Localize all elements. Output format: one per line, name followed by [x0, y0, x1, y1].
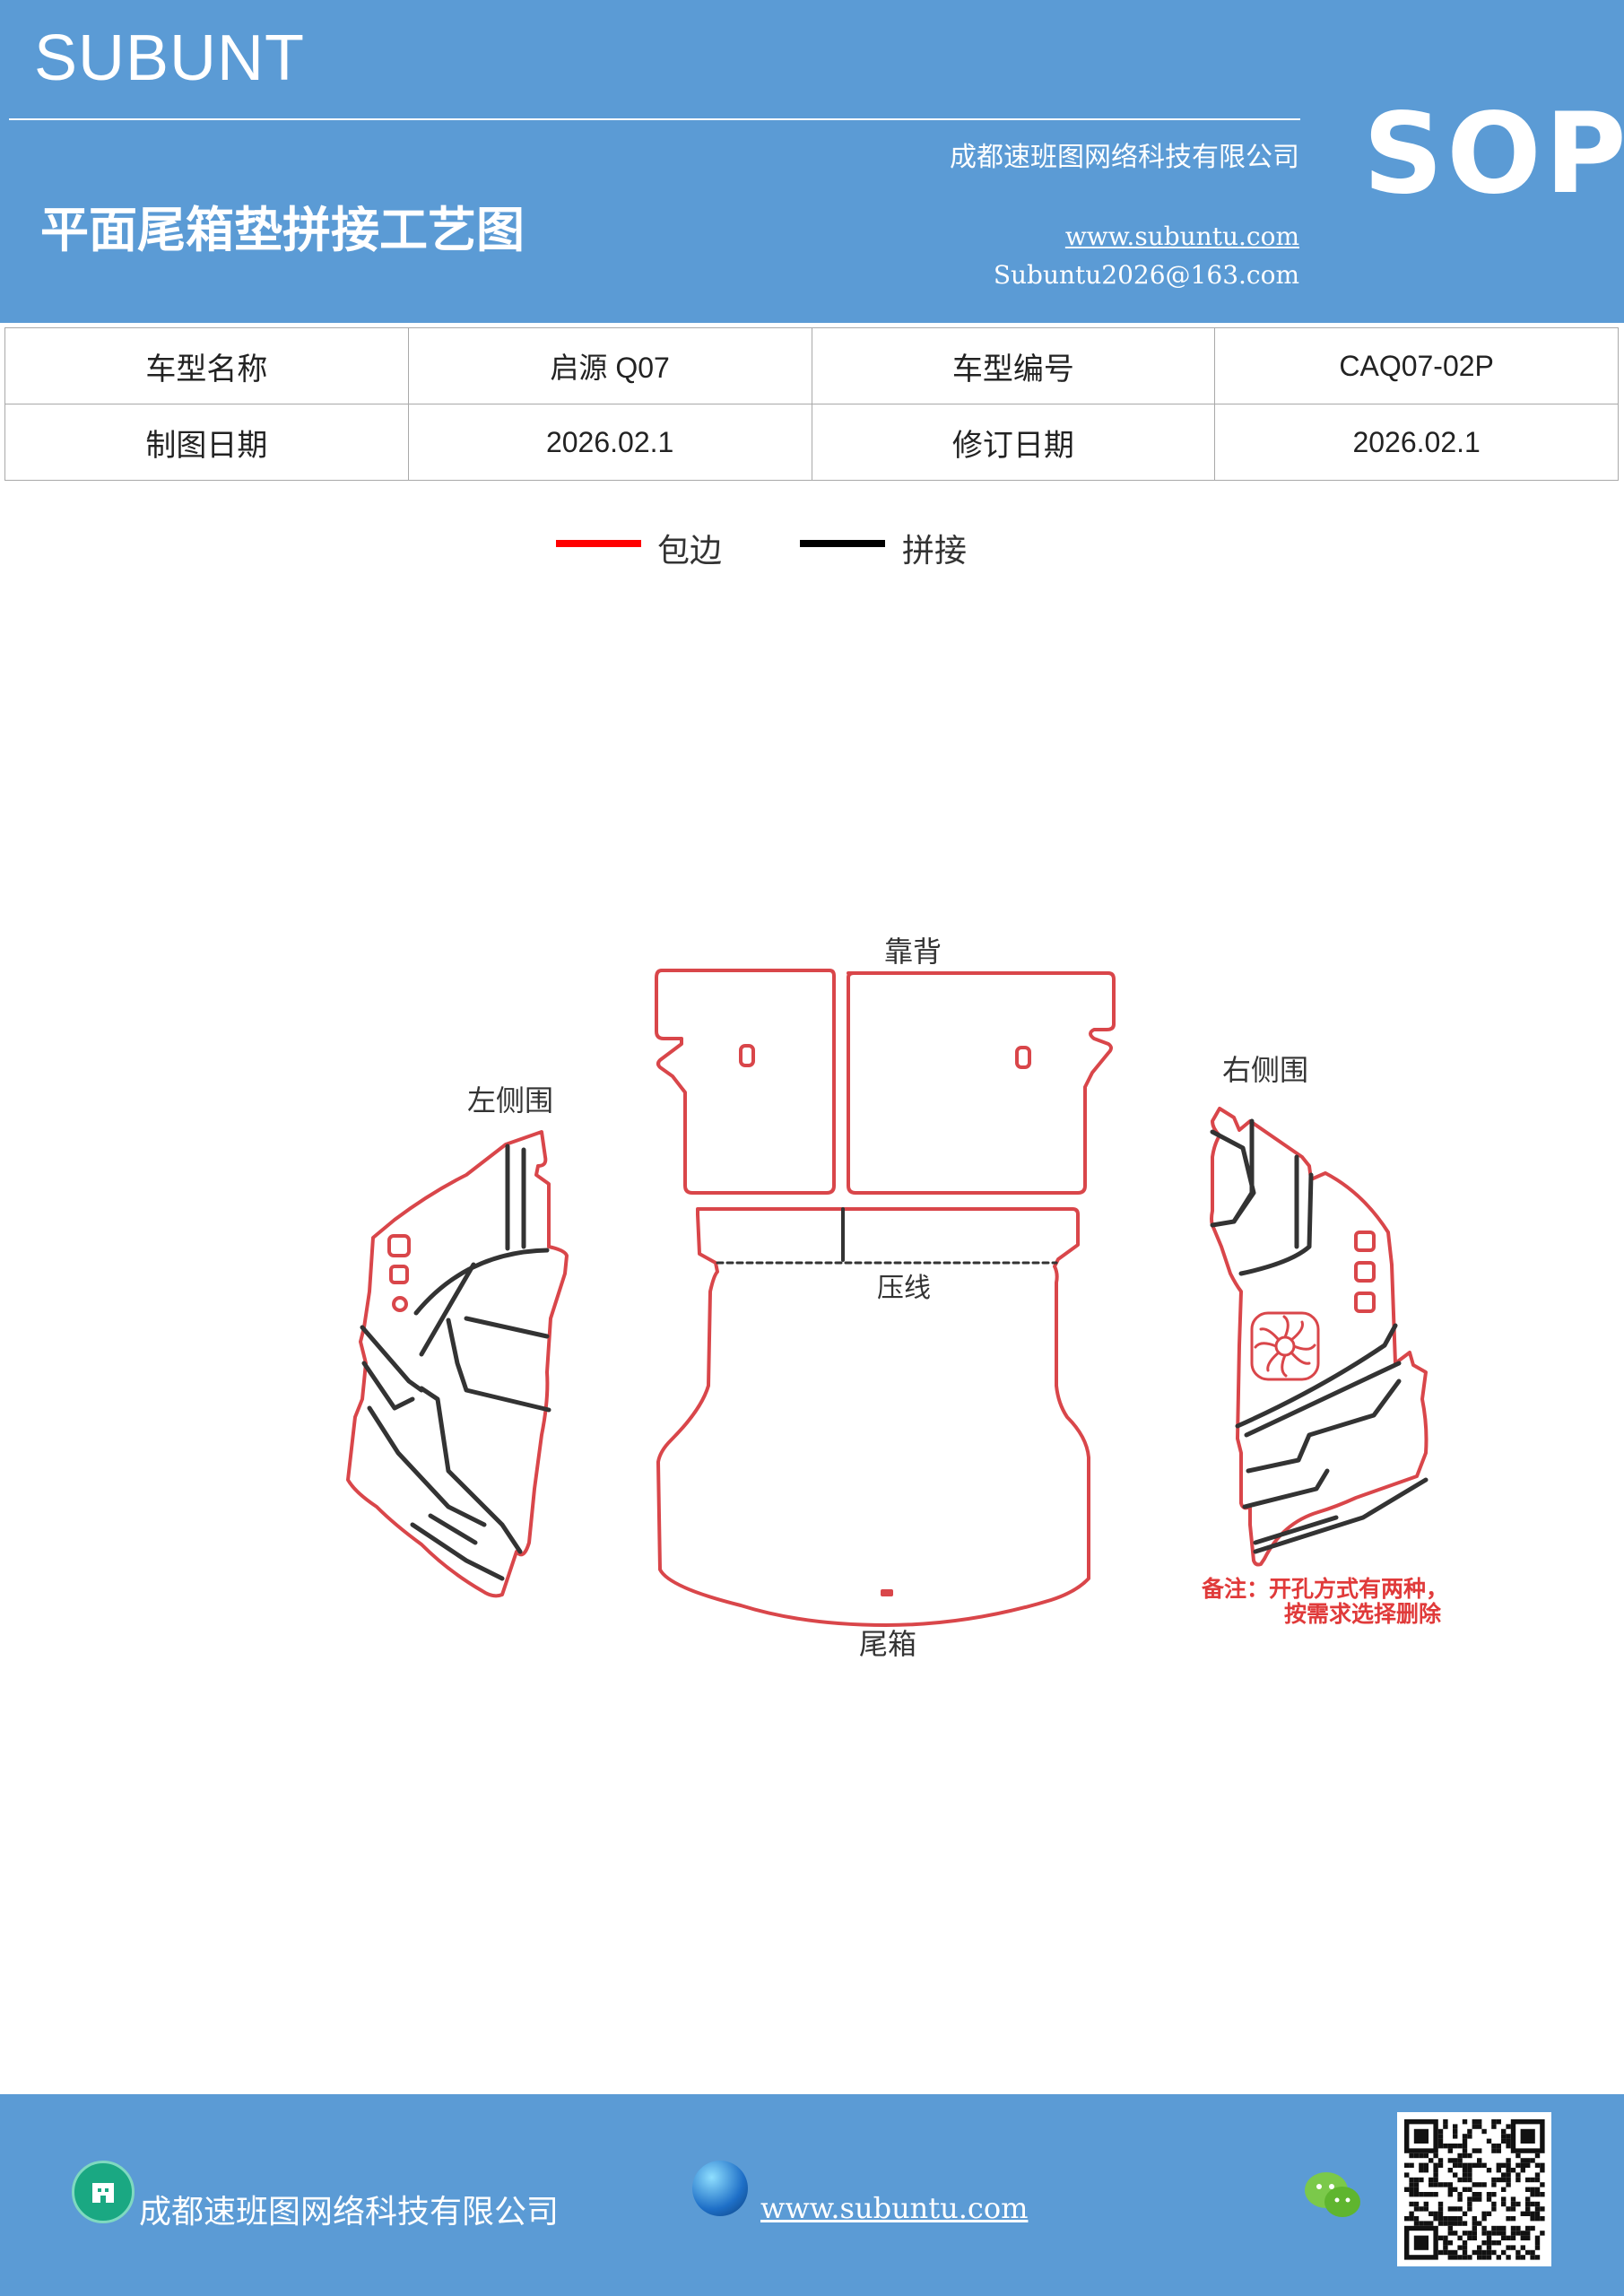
left-side-label: 左侧围: [467, 1083, 553, 1118]
model-name-label: 车型名称: [4, 327, 409, 404]
draw-date-value: 2026.02.1: [407, 404, 812, 481]
right-side-hole: [1354, 1292, 1376, 1313]
brand-name: SUBUNT: [34, 22, 306, 94]
trunk-mark: [881, 1589, 893, 1596]
model-code-label: 车型编号: [811, 327, 1216, 404]
revise-date-label: 修订日期: [811, 404, 1216, 481]
left-side-panel: [346, 1130, 569, 1598]
backrest-label: 靠背: [884, 935, 942, 969]
globe-icon: [692, 2161, 748, 2216]
legend-edge-label: 包边: [657, 533, 723, 570]
note-line-2: 按需求选择删除: [1284, 1601, 1442, 1627]
right-side-hole: [1354, 1261, 1376, 1283]
building-icon: [72, 2161, 135, 2223]
draw-date-label: 制图日期: [4, 404, 409, 481]
header-email: Subuntu2026@163.com: [993, 260, 1299, 290]
right-side-hole: [1354, 1231, 1376, 1252]
right-side-fan-hole: [1250, 1311, 1320, 1381]
header-banner: SUBUNT 成都速班图网络科技有限公司 平面尾箱垫拼接工艺图 www.subu…: [0, 0, 1624, 323]
left-side-hole: [387, 1234, 411, 1257]
sop-badge: SOP: [1363, 90, 1624, 219]
wechat-icon[interactable]: [1302, 2168, 1365, 2223]
qr-code: [1397, 2112, 1551, 2266]
right-side-panel: [1210, 1107, 1429, 1567]
legend-edge-swatch: [556, 540, 641, 547]
right-side-label: 右侧围: [1222, 1053, 1308, 1087]
crease-label: 压线: [877, 1273, 931, 1304]
left-side-hole: [389, 1265, 409, 1284]
table-row: 车型名称 启源 Q07 车型编号 CAQ07-02P: [4, 327, 1619, 404]
footer-company: 成都速班图网络科技有限公司: [139, 2194, 560, 2231]
info-table: 车型名称 启源 Q07 车型编号 CAQ07-02P 制图日期 2026.02.…: [4, 327, 1619, 481]
backrest-left-panel: [655, 969, 836, 1195]
model-name-value: 启源 Q07: [407, 327, 812, 404]
left-side-hole: [392, 1296, 408, 1312]
legend-joint-swatch: [800, 540, 885, 547]
document-title: 平面尾箱垫拼接工艺图: [40, 202, 525, 258]
table-row: 制图日期 2026.02.1 修订日期 2026.02.1: [4, 404, 1619, 481]
backrest-right-slot: [1015, 1046, 1031, 1069]
trunk-label: 尾箱: [859, 1627, 916, 1661]
left-side-seams: [360, 1144, 551, 1581]
header-company: 成都速班图网络科技有限公司: [950, 142, 1299, 173]
model-code-value: CAQ07-02P: [1214, 327, 1619, 404]
footer-website-link[interactable]: www.subuntu.com: [760, 2191, 1029, 2225]
backrest-right-panel: [847, 971, 1116, 1195]
note-line-1: 备注：开孔方式有两种，: [1201, 1576, 1448, 1602]
legend: 包边 拼接: [0, 525, 1624, 570]
backrest-left-slot: [739, 1044, 755, 1067]
revise-date-value: 2026.02.1: [1214, 404, 1619, 481]
right-side-seams: [1210, 1118, 1429, 1554]
footer-banner: 成都速班图网络科技有限公司 www.subuntu.com: [0, 2094, 1624, 2296]
header-website-link[interactable]: www.subuntu.com: [1064, 222, 1299, 251]
legend-joint-label: 拼接: [902, 533, 968, 570]
trunk-mat-diagram: 靠背 左侧围 右侧围 压线 尾箱 备注：开孔方式有两种， 按需求选择删除: [346, 935, 1448, 1661]
header-divider: [9, 118, 1300, 120]
trunk-floor-panel: [656, 1207, 1090, 1627]
